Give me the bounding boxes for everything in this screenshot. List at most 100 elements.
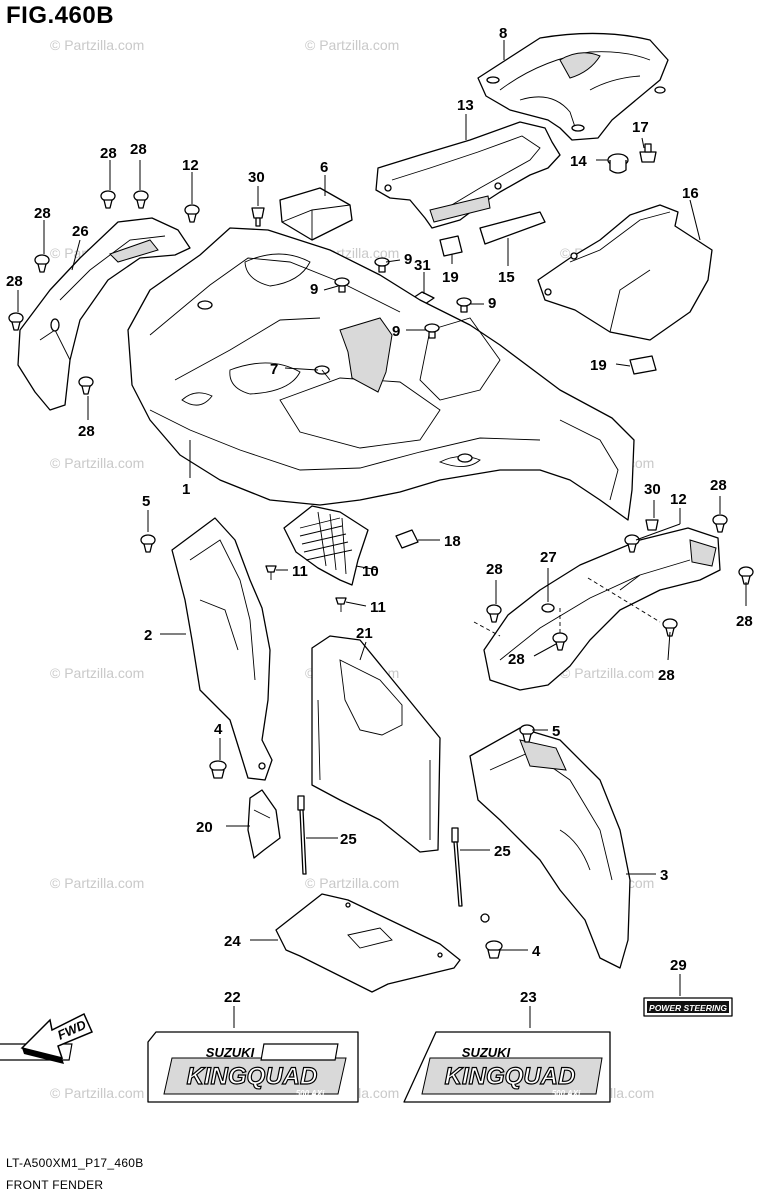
callout-10[interactable]: 10 xyxy=(362,563,379,580)
callout-4-left[interactable]: 4 xyxy=(214,721,223,738)
part-2-inner-guard-left[interactable] xyxy=(171,517,273,781)
callout-8[interactable]: 8 xyxy=(499,25,507,42)
callout-19-lower[interactable]: 19 xyxy=(590,357,607,374)
callout-18[interactable]: 18 xyxy=(444,533,461,550)
watermark: © Partzilla.com xyxy=(50,875,144,891)
part-9-bolt-a[interactable] xyxy=(374,257,390,273)
part-28-bolt-i[interactable] xyxy=(552,632,568,651)
callout-5-right[interactable]: 5 xyxy=(552,723,560,740)
callout-31[interactable]: 31 xyxy=(414,257,431,274)
callout-21[interactable]: 21 xyxy=(356,625,373,642)
callout-25-right[interactable]: 25 xyxy=(494,843,511,860)
part-28-bolt-f[interactable] xyxy=(712,514,728,533)
callout-6[interactable]: 6 xyxy=(320,159,328,176)
part-28-bolt-h[interactable] xyxy=(486,604,502,623)
part-12-clip-right[interactable] xyxy=(624,534,640,553)
callout-19-upper[interactable]: 19 xyxy=(442,269,459,286)
part-30-screw-right[interactable] xyxy=(645,519,659,531)
part-23-decal[interactable]: SUZUKI KINGQUAD 500 AXi xyxy=(260,1031,611,1103)
part-8-front-cover[interactable] xyxy=(477,32,669,141)
callout-9-d[interactable]: 9 xyxy=(392,323,400,340)
decal-23-sub: 500 AXi xyxy=(552,1089,581,1098)
callout-3[interactable]: 3 xyxy=(660,867,668,884)
part-14-clip[interactable] xyxy=(607,153,629,174)
callout-14[interactable]: 14 xyxy=(570,153,587,170)
callout-16[interactable]: 16 xyxy=(682,185,699,202)
callout-9-b[interactable]: 9 xyxy=(310,281,318,298)
callout-5-left[interactable]: 5 xyxy=(142,493,150,510)
callout-9-c[interactable]: 9 xyxy=(488,295,496,312)
part-9-bolt-b[interactable] xyxy=(334,277,350,293)
callout-28-f[interactable]: 28 xyxy=(710,477,727,494)
part-28-bolt-d[interactable] xyxy=(8,312,24,331)
part-11-screw-a[interactable] xyxy=(265,565,277,580)
callout-30-right[interactable]: 30 xyxy=(644,481,661,498)
callout-28-j[interactable]: 28 xyxy=(658,667,675,684)
callout-12-left[interactable]: 12 xyxy=(182,157,199,174)
part-28-bolt-b[interactable] xyxy=(133,190,149,209)
part-21-panel[interactable] xyxy=(311,635,441,853)
callout-7[interactable]: 7 xyxy=(270,361,278,378)
callout-26[interactable]: 26 xyxy=(72,223,89,240)
part-15-pad[interactable] xyxy=(479,211,546,245)
callout-28-i[interactable]: 28 xyxy=(508,651,525,668)
decal-23-model: KINGQUAD xyxy=(445,1063,576,1090)
part-20-bracket[interactable] xyxy=(247,789,281,859)
callout-28-h[interactable]: 28 xyxy=(486,561,503,578)
part-17-clip[interactable] xyxy=(639,143,657,163)
callout-11-b[interactable]: 11 xyxy=(370,599,386,616)
callout-12-right[interactable]: 12 xyxy=(670,491,687,508)
part-18-pad[interactable] xyxy=(395,529,419,549)
callout-30-top[interactable]: 30 xyxy=(248,169,265,186)
part-4-bolt-left[interactable] xyxy=(209,760,227,779)
part-28-bolt-g[interactable] xyxy=(738,566,754,585)
part-29-decal[interactable]: POWER STEERING xyxy=(643,997,733,1017)
part-19-pad-lower[interactable] xyxy=(629,355,657,375)
callout-9-a[interactable]: 9 xyxy=(404,251,412,268)
part-3-inner-guard-right[interactable] xyxy=(469,727,631,969)
callout-2[interactable]: 2 xyxy=(144,627,152,644)
part-11-screw-b[interactable] xyxy=(335,597,347,612)
part-13-bracket[interactable] xyxy=(375,121,561,229)
part-9-bolt-d[interactable] xyxy=(424,323,440,339)
callout-28-g[interactable]: 28 xyxy=(736,613,753,630)
part-9-bolt-c[interactable] xyxy=(456,297,472,313)
callout-11-a[interactable]: 11 xyxy=(292,563,308,580)
part-28-bolt-c[interactable] xyxy=(34,254,50,273)
callout-25-left[interactable]: 25 xyxy=(340,831,357,848)
part-6-lid[interactable] xyxy=(279,187,353,241)
callout-28-b[interactable]: 28 xyxy=(130,141,147,158)
part-25-cable-tie-right[interactable] xyxy=(451,827,463,907)
callout-28-d[interactable]: 28 xyxy=(6,273,23,290)
part-28-bolt-e[interactable] xyxy=(78,376,94,395)
part-26-left-mud-guard[interactable] xyxy=(17,217,191,411)
part-25-cable-tie-left[interactable] xyxy=(297,795,307,875)
callout-1[interactable]: 1 xyxy=(182,481,190,498)
callout-24[interactable]: 24 xyxy=(224,933,241,950)
callout-28-a[interactable]: 28 xyxy=(100,145,117,162)
part-1-front-fender[interactable] xyxy=(127,227,635,521)
part-28-bolt-a[interactable] xyxy=(100,190,116,209)
section-name: FRONT FENDER xyxy=(6,1178,104,1192)
callout-15[interactable]: 15 xyxy=(498,269,515,286)
part-16-inner-panel[interactable] xyxy=(537,204,713,341)
part-27-grommet[interactable] xyxy=(541,603,555,613)
callout-17[interactable]: 17 xyxy=(632,119,649,136)
callout-13[interactable]: 13 xyxy=(457,97,474,114)
part-30-screw[interactable] xyxy=(251,207,265,227)
part-12-clip-left[interactable] xyxy=(184,204,200,223)
callout-27[interactable]: 27 xyxy=(540,549,557,566)
callout-4-right[interactable]: 4 xyxy=(532,943,541,960)
callout-20[interactable]: 20 xyxy=(196,819,213,836)
part-27-right-mud-guard[interactable] xyxy=(483,527,721,691)
part-10-vent[interactable] xyxy=(283,505,369,586)
callout-28-c[interactable]: 28 xyxy=(34,205,51,222)
part-4-bolt-right[interactable] xyxy=(485,940,503,959)
callout-29[interactable]: 29 xyxy=(670,957,687,974)
callout-22[interactable]: 22 xyxy=(224,989,241,1006)
callout-28-e[interactable]: 28 xyxy=(78,423,95,440)
part-24-skid-plate[interactable] xyxy=(275,893,461,993)
callout-23[interactable]: 23 xyxy=(520,989,537,1006)
part-5-bolt-left[interactable] xyxy=(140,534,156,553)
part-19-pad-upper[interactable] xyxy=(439,235,463,257)
